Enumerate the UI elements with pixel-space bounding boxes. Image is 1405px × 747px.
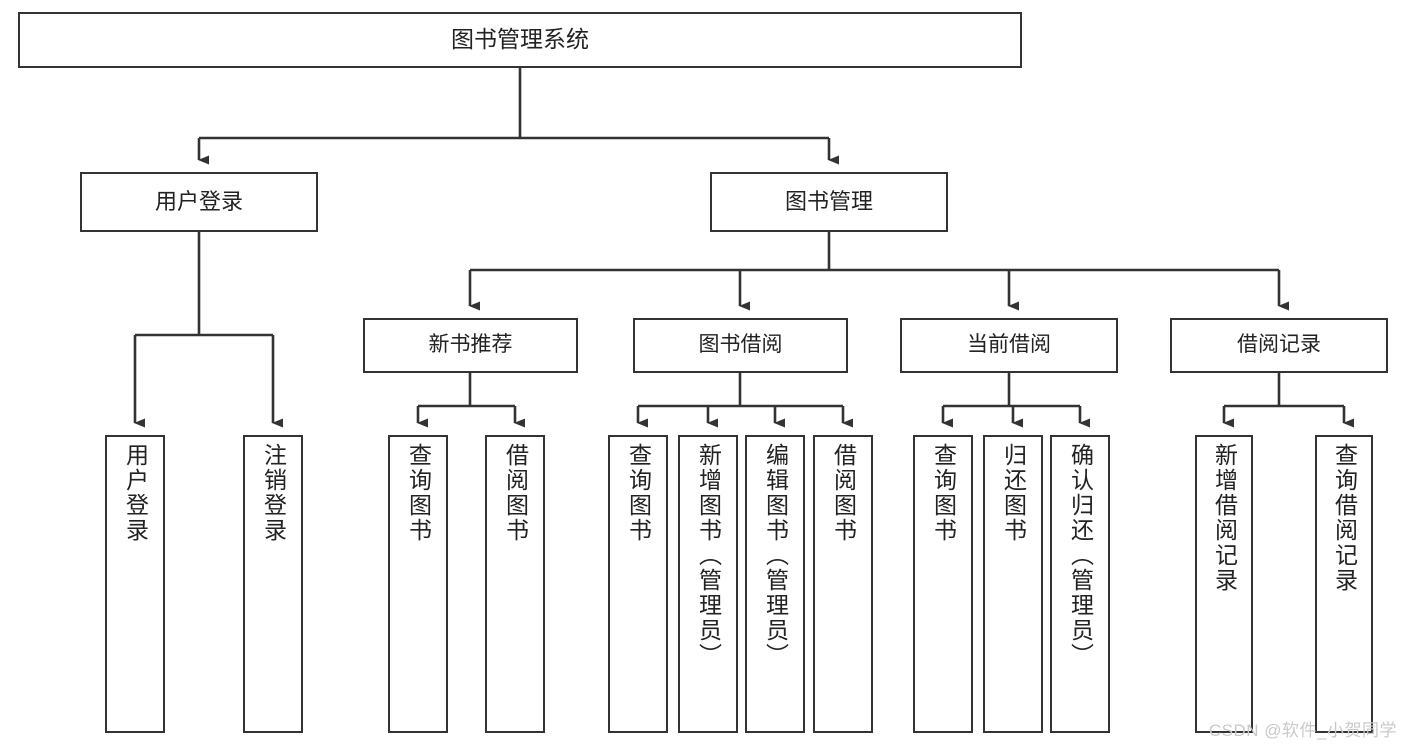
node-book-manage[interactable]: 图书管理 xyxy=(710,172,948,232)
node-label-leaf-rec-borrow-book: 借阅图书 xyxy=(502,443,529,543)
node-book-borrow[interactable]: 图书借阅 xyxy=(633,318,848,373)
node-leaf-rec-query-record[interactable]: 查询借阅记录 xyxy=(1315,435,1373,733)
node-root[interactable]: 图书管理系统 xyxy=(18,12,1022,68)
node-label-current-borrow: 当前借阅 xyxy=(967,333,1051,357)
node-label-leaf-rec-query-record: 查询借阅记录 xyxy=(1331,443,1358,593)
node-user-login[interactable]: 用户登录 xyxy=(80,172,318,232)
node-label-leaf-cur-return-book: 归还图书 xyxy=(1000,443,1027,543)
node-leaf-borrow-add-book[interactable]: 新增图书（管理员） xyxy=(678,435,738,733)
node-leaf-cur-query-book[interactable]: 查询图书 xyxy=(913,435,973,733)
node-label-leaf-borrow-add-book: 新增图书（管理员） xyxy=(695,443,722,668)
node-label-borrow-record: 借阅记录 xyxy=(1237,333,1321,357)
node-leaf-cur-return-book[interactable]: 归还图书 xyxy=(983,435,1043,733)
node-label-leaf-borrow-edit-book: 编辑图书（管理员） xyxy=(762,443,789,668)
node-leaf-borrow-edit-book[interactable]: 编辑图书（管理员） xyxy=(745,435,805,733)
node-label-leaf-rec-add-record: 新增借阅记录 xyxy=(1211,443,1238,593)
node-leaf-borrow-query-book[interactable]: 查询图书 xyxy=(608,435,668,733)
watermark-label: CSDN @软件_小贺同学 xyxy=(1208,721,1397,740)
node-leaf-user-login[interactable]: 用户登录 xyxy=(105,435,165,733)
node-label-user-login: 用户登录 xyxy=(154,189,243,215)
node-leaf-borrow-borrow-book[interactable]: 借阅图书 xyxy=(813,435,873,733)
node-label-leaf-cur-query-book: 查询图书 xyxy=(930,443,957,543)
node-leaf-rec-add-record[interactable]: 新增借阅记录 xyxy=(1195,435,1253,733)
node-label-new-book-recommend: 新书推荐 xyxy=(428,333,513,357)
node-leaf-cur-confirm-return[interactable]: 确认归还（管理员） xyxy=(1050,435,1110,733)
node-label-leaf-borrow-borrow-book: 借阅图书 xyxy=(830,443,857,543)
node-label-book-borrow: 图书借阅 xyxy=(698,333,783,357)
node-label-book-manage: 图书管理 xyxy=(784,189,873,215)
node-leaf-rec-query-book[interactable]: 查询图书 xyxy=(388,435,448,733)
node-label-leaf-user-logout: 注销登录 xyxy=(260,443,287,543)
node-label-leaf-cur-confirm-return: 确认归还（管理员） xyxy=(1067,443,1094,668)
node-leaf-user-logout[interactable]: 注销登录 xyxy=(243,435,303,733)
node-current-borrow[interactable]: 当前借阅 xyxy=(900,318,1118,373)
node-leaf-rec-borrow-book[interactable]: 借阅图书 xyxy=(485,435,545,733)
node-label-leaf-rec-query-book: 查询图书 xyxy=(405,443,432,543)
node-new-book-recommend[interactable]: 新书推荐 xyxy=(363,318,578,373)
node-label-root: 图书管理系统 xyxy=(451,26,589,53)
node-borrow-record[interactable]: 借阅记录 xyxy=(1170,318,1388,373)
node-label-leaf-borrow-query-book: 查询图书 xyxy=(625,443,652,543)
node-label-leaf-user-login: 用户登录 xyxy=(122,443,149,543)
